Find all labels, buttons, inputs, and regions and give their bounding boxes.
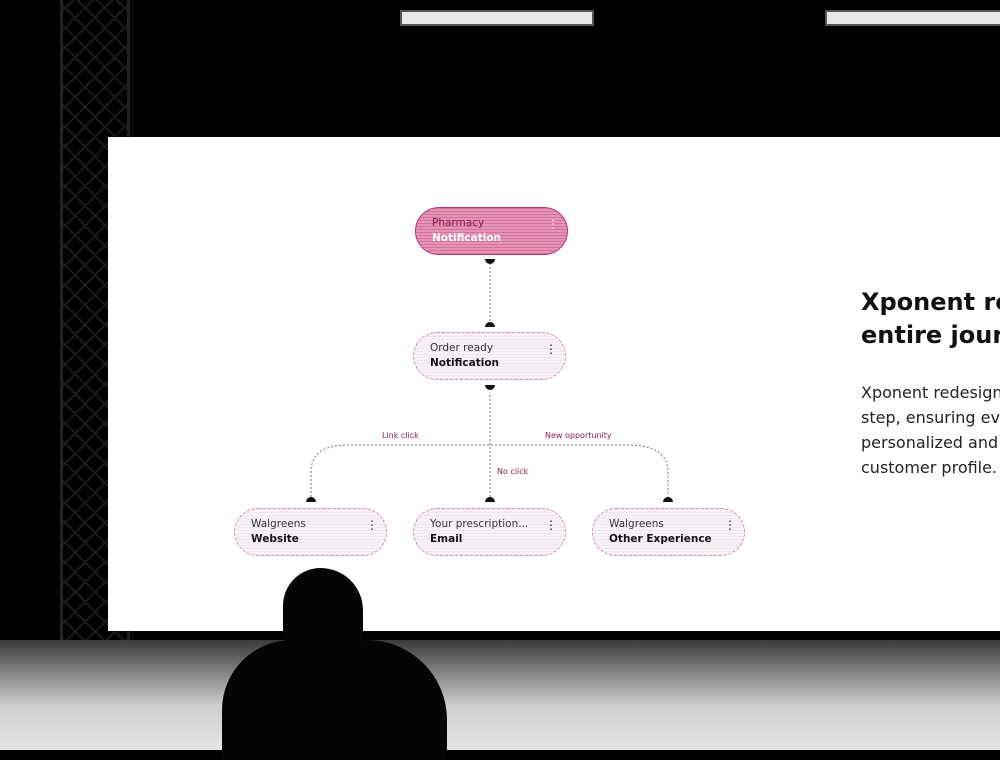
more-menu-icon[interactable]: ⋮ <box>547 217 559 231</box>
connector-dot <box>306 497 316 502</box>
node-title: Website <box>251 533 299 545</box>
node-label: Walgreens <box>251 518 306 530</box>
audience-silhouette-head <box>283 568 363 653</box>
diagram-lines <box>310 263 669 497</box>
stage-light <box>400 10 594 26</box>
more-menu-icon[interactable]: ⋮ <box>545 518 557 532</box>
node-prescription-email[interactable]: Your prescription... Email ⋮ <box>413 508 566 556</box>
node-title: Email <box>430 533 463 545</box>
node-title: Other Experience <box>609 533 712 545</box>
presentation-screen: Pharmacy Notification ⋮ Order ready Noti… <box>108 137 1000 631</box>
edge-label-no-click: No click <box>497 467 529 476</box>
connector-dot <box>485 322 495 327</box>
node-label: Order ready <box>430 342 494 354</box>
stage-light <box>825 10 1000 26</box>
more-menu-icon[interactable]: ⋮ <box>545 342 557 356</box>
node-walgreens-website[interactable]: Walgreens Website ⋮ <box>234 508 387 556</box>
more-menu-icon[interactable]: ⋮ <box>724 518 736 532</box>
connector-dot <box>485 497 495 502</box>
edge-label-link-click: Link click <box>382 431 419 440</box>
more-menu-icon[interactable]: ⋮ <box>366 518 378 532</box>
connector-dot <box>485 259 495 264</box>
node-label: Walgreens <box>609 518 664 530</box>
stage-floor <box>0 640 1000 750</box>
node-walgreens-other[interactable]: Walgreens Other Experience ⋮ <box>592 508 745 556</box>
edge-line <box>310 444 669 497</box>
node-title: Notification <box>432 232 502 244</box>
node-label: Pharmacy <box>432 217 485 229</box>
connector-dot <box>485 385 495 390</box>
node-pharmacy-notification[interactable]: Pharmacy Notification ⋮ <box>415 207 568 255</box>
edge-label-new-opportunity: New opportunity <box>545 431 612 440</box>
node-order-ready[interactable]: Order ready Notification ⋮ <box>413 332 566 380</box>
node-label: Your prescription... <box>430 518 529 530</box>
audience-silhouette-body <box>222 640 447 760</box>
node-title: Notification <box>430 357 500 369</box>
connector-dot <box>663 497 673 502</box>
